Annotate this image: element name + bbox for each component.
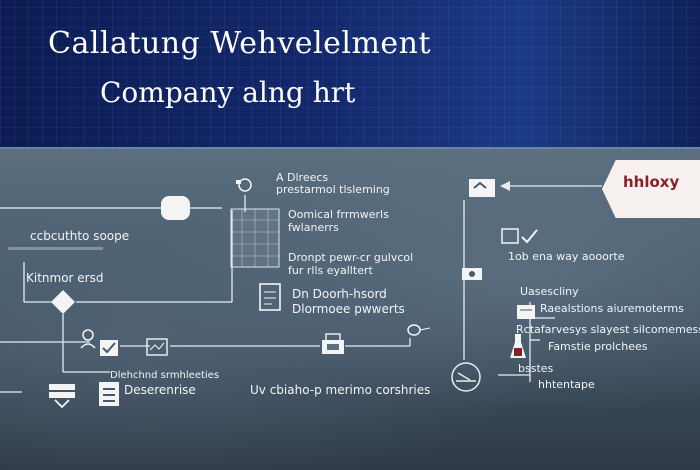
header-divider — [0, 147, 700, 149]
diagram-background — [0, 149, 700, 470]
dronpt-line1: Dronpt pewr-cr gulvcol — [288, 251, 414, 264]
edit-check-icon — [500, 225, 540, 247]
way-label: 1ob ena way aooorte — [508, 250, 625, 263]
dronpt-line2: fur rlls eyalltert — [288, 264, 373, 277]
server-icon — [47, 382, 77, 408]
board-line1: Dn Doorh-hsord — [292, 287, 387, 301]
domical-line1: Oomical frrmwerls — [288, 208, 389, 221]
checklist-icon — [98, 338, 120, 358]
right-list-item-3: Famstie prolchees — [548, 340, 648, 353]
printer-icon — [320, 332, 346, 358]
box-icon — [466, 174, 500, 200]
ersd-label: Kitnmor ersd — [26, 271, 104, 285]
page-title: Callatung Wehvelelment — [48, 26, 432, 61]
header-banner: Callatung Wehvelelment Company alng hrt — [0, 0, 700, 148]
document-icon — [258, 282, 282, 312]
scope-bar — [8, 247, 103, 250]
descr-label: Deserenrise — [124, 383, 196, 397]
person-icon — [78, 328, 98, 350]
page-subtitle: Company alng hrt — [100, 76, 356, 109]
tag-label: hhloxy — [623, 173, 680, 191]
right-list-item-2: Rctafarvesys slayest silcomemess — [516, 323, 700, 336]
bottom-left-label: Dlehchnd srmhleeties — [110, 370, 220, 381]
bottom-center-label: Uv cbiaho-p merimo corshries — [250, 383, 431, 397]
director-line1: A Dlreecs — [276, 171, 329, 184]
list-document-icon — [97, 380, 121, 408]
grid-panel-icon — [230, 208, 280, 268]
chart-box-icon — [145, 337, 169, 357]
pill-node — [161, 196, 190, 220]
board-line2: Dlormoee pwwerts — [292, 302, 405, 316]
form-icon — [515, 303, 537, 321]
scope-label: ccbcuthto soope — [30, 229, 130, 243]
camera-icon — [232, 175, 258, 195]
right-list-item-1: Raealstions aiuremoterms — [540, 302, 684, 315]
tag-label-shape — [602, 160, 700, 218]
director-line2: prestarmol tlsleming — [276, 183, 390, 196]
right-list-item-4: bsstes — [518, 362, 554, 375]
group-header: Uasescliny — [520, 285, 579, 298]
headset-icon — [404, 322, 432, 340]
camera-small-icon — [460, 264, 488, 282]
flask-icon — [508, 332, 528, 360]
domical-line2: fwlanerrs — [288, 221, 339, 234]
right-list-item-5: hhtentape — [538, 378, 595, 391]
